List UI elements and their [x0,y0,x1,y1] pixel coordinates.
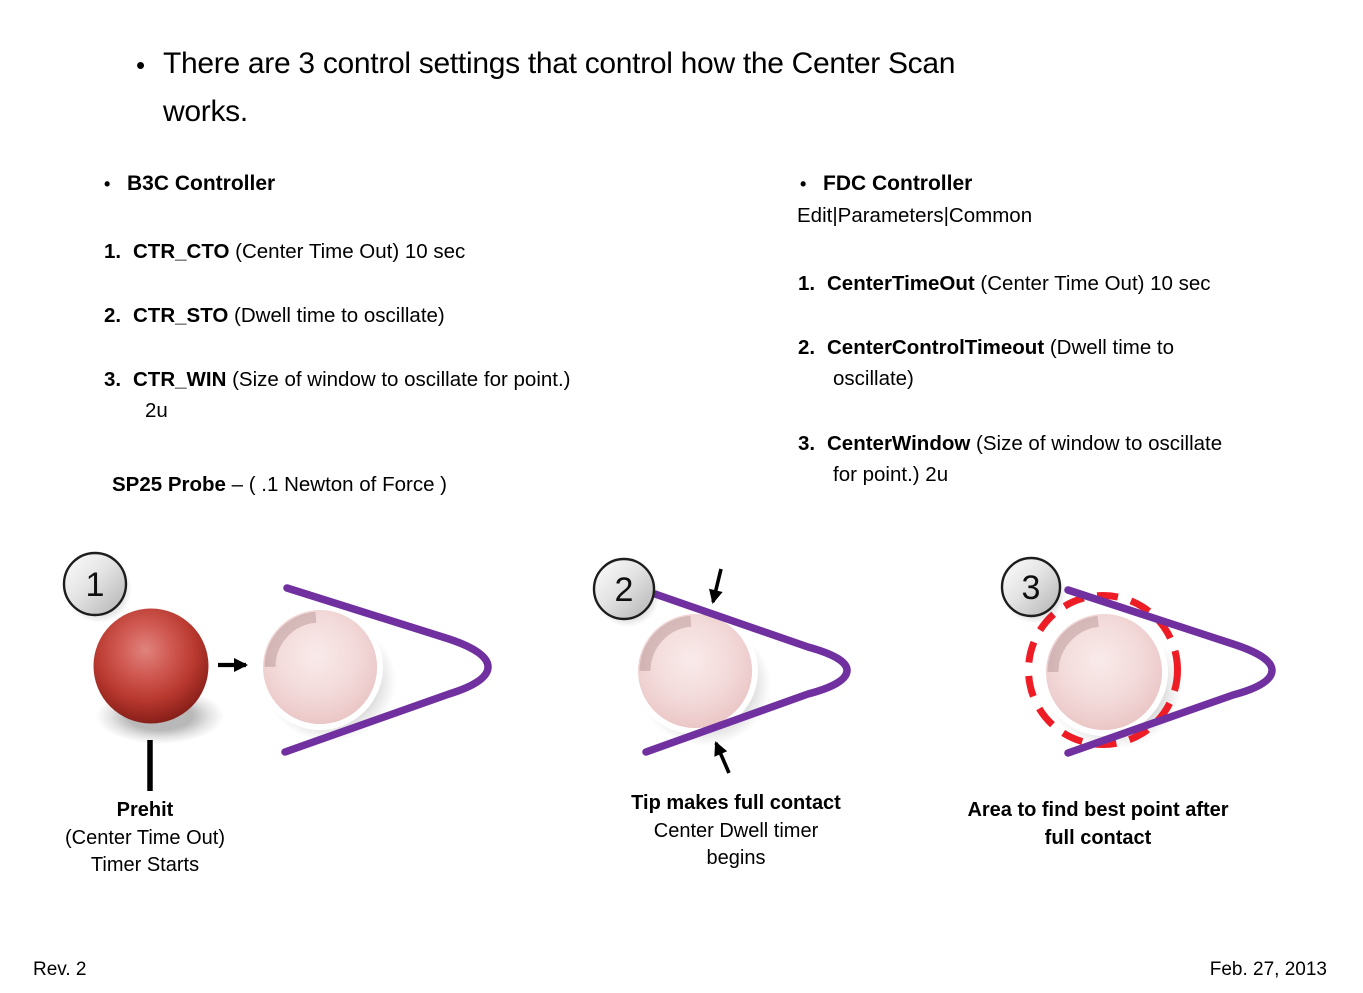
diagram-step-1: 1 [62,551,492,791]
step-badge-3-number: 3 [1022,569,1041,607]
sp25-probe-note: SP25 Probe – ( .1 Newton of Force ) [112,472,712,498]
item-number: 2. [798,336,816,359]
step1-caption-title: Prehit [116,799,174,821]
probe-desc: – ( .1 Newton of Force ) [231,473,447,496]
step1-caption-line3: Timer Starts [90,854,200,876]
b3c-heading-label: B3C Controller [127,172,276,195]
b3c-param-name: CTR_CTO [133,240,230,263]
pink-sphere-glow [1040,608,1168,736]
b3c-heading: • B3C Controller [104,171,504,198]
step1-caption: Prehit (Center Time Out) Timer Starts [45,797,245,880]
step-badge-1-number: 1 [86,566,105,604]
b3c-item-1: 1. CTR_CTO (Center Time Out) 10 sec [104,236,704,267]
diagram-step-2: 2 [592,557,851,774]
item-number: 1. [104,240,122,263]
revision-label: Rev. 2 [33,959,87,980]
fdc-item-3: 3. CenterWindow (Size of window to oscil… [798,428,1338,490]
fdc-param-desc-line2: oscillate) [833,367,914,390]
step-badge-1 [62,551,128,617]
red-stylus-ball [93,608,209,724]
pink-part-sphere [638,614,752,728]
bullet-icon: • [104,174,111,194]
contact-arrow-top [709,568,723,604]
fdc-param-desc: (Size of window to oscillate [976,432,1223,455]
title-line-2: works. [163,95,248,128]
step-badge-2-number: 2 [615,571,634,609]
step2-caption: Tip makes full contact Center Dwell time… [611,790,861,873]
b3c-item-3: 3. CTR_WIN (Size of window to oscillate … [104,364,724,426]
fdc-heading-label: FDC Controller [823,172,973,195]
fdc-param-desc: (Center Time Out) 10 sec [980,272,1211,295]
diagram-step-3: 3 [1000,556,1276,757]
step2-caption-line2: Center Dwell timer [653,819,819,842]
step1-caption-line2: (Center Time Out) [64,826,226,849]
fdc-param-name: CenterControlTimeout [827,336,1045,359]
probe-name: SP25 Probe [112,473,226,496]
step3-caption: Area to find best point after full conta… [948,797,1248,852]
fdc-item-2: 2. CenterControlTimeout (Dwell time to o… [798,332,1338,394]
date-label: Feb. 27, 2013 [1209,959,1327,980]
item-number: 3. [104,368,122,391]
fdc-param-desc: (Dwell time to [1049,336,1175,359]
probe-v-outline [281,584,492,756]
b3c-param-desc-line2: 2u [145,399,168,422]
b3c-param-desc: (Center Time Out) 10 sec [235,240,466,263]
pink-part-sphere [263,610,377,724]
step2-caption-title: Tip makes full contact [631,792,841,814]
fdc-param-desc-line2: for point.) 2u [833,463,949,486]
title-bullet-icon: • [136,50,146,80]
fdc-param-name: CenterWindow [827,432,971,455]
pink-part-sphere [1046,614,1162,730]
title-line-1: There are 3 control settings that contro… [163,47,956,80]
step-badge-3 [1000,556,1062,618]
contact-arrow-bottom [714,741,731,774]
fdc-item-1: 1. CenterTimeOut (Center Time Out) 10 se… [798,268,1338,299]
probe-v-outline [642,590,851,756]
slide-title: • There are 3 control settings that cont… [136,40,955,136]
b3c-item-2: 2. CTR_STO (Dwell time to oscillate) [104,300,704,331]
probe-v-outline [1064,586,1276,757]
step3-caption-line2: full contact [1044,826,1152,849]
fdc-heading: • FDC Controller [800,171,1250,198]
fdc-param-name: CenterTimeOut [827,272,975,295]
item-number: 2. [104,304,122,327]
b3c-param-desc: (Dwell time to oscillate) [234,304,445,327]
step2-caption-line3: begins [706,847,766,869]
b3c-param-name: CTR_WIN [133,368,227,391]
b3c-param-name: CTR_STO [133,304,229,327]
step-badge-2 [592,557,656,621]
pink-sphere-glow [257,604,383,730]
step3-caption-title: Area to find best point after [967,799,1229,821]
bullet-icon: • [800,174,807,194]
item-number: 3. [798,432,816,455]
item-number: 1. [798,272,816,295]
b3c-param-desc: (Size of window to oscillate for point.) [232,368,571,391]
fdc-menu-path: Edit|Parameters|Common [797,204,1033,227]
